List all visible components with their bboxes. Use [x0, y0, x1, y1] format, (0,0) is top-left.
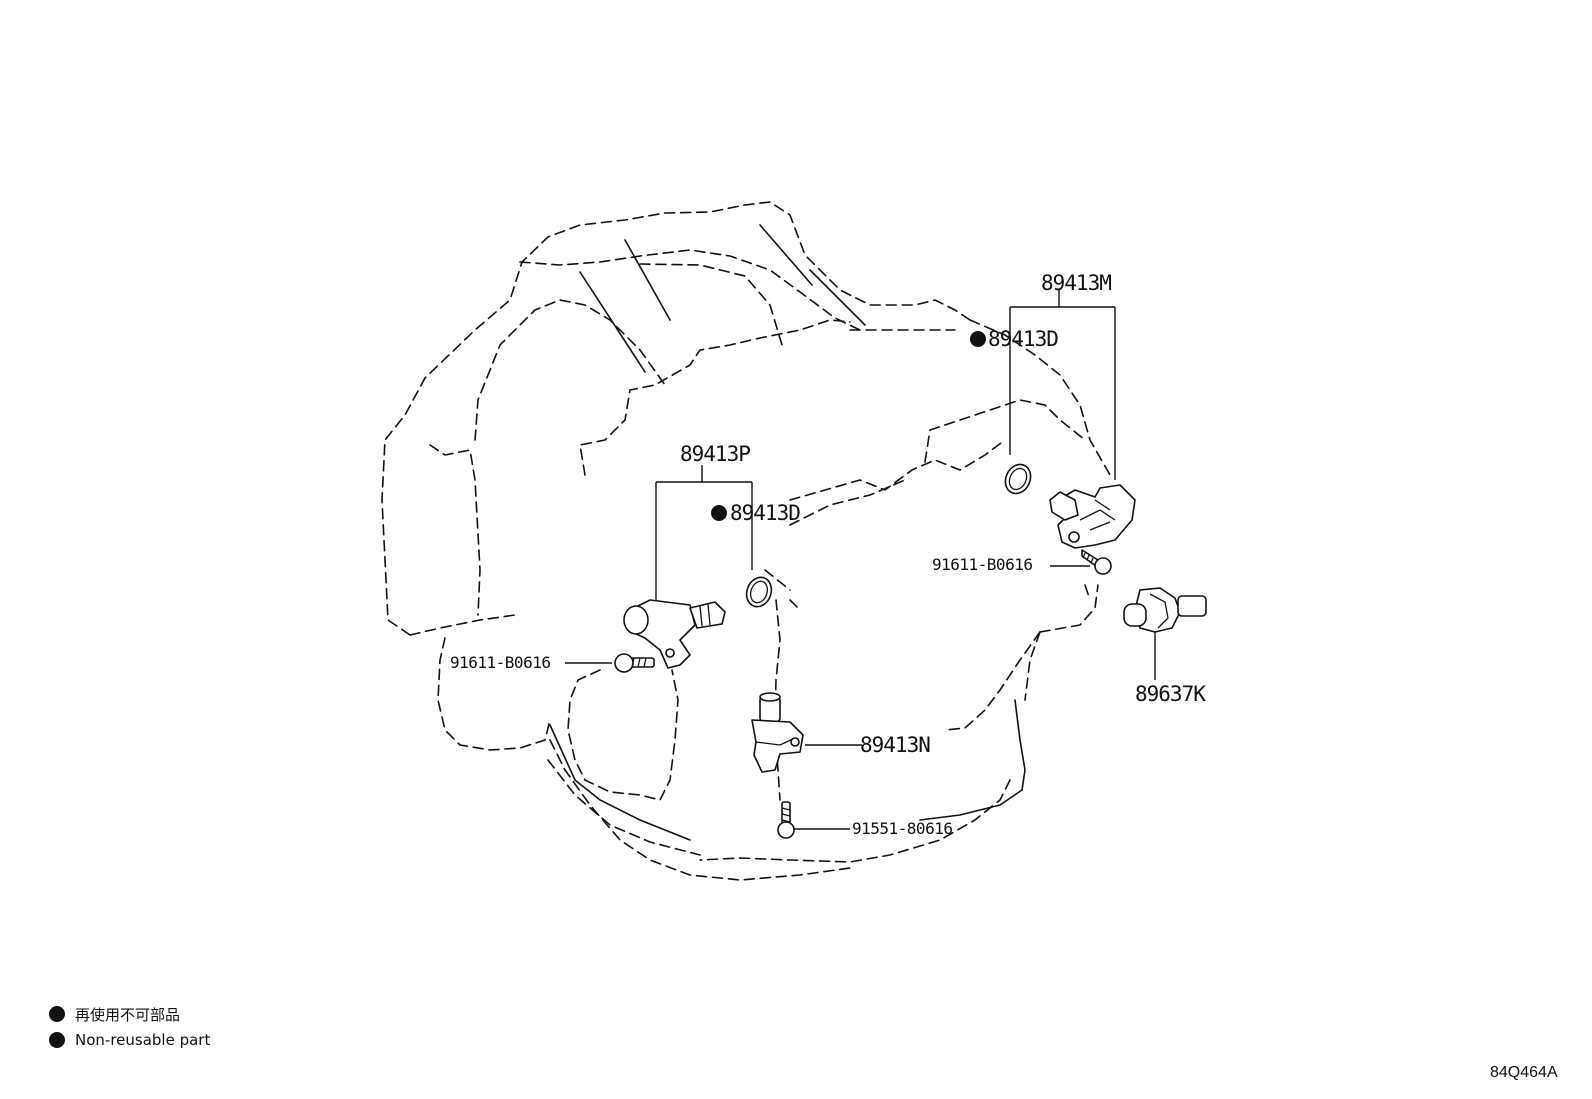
oring-upper-part [1004, 463, 1032, 495]
speed-sensor-part [751, 692, 804, 773]
figure-code: 84Q464A [1490, 1064, 1558, 1081]
label-knock-sensor[interactable]: 89637K [1135, 682, 1207, 706]
label-speed-sensor[interactable]: 89413N [860, 733, 931, 757]
bolt-left-part [614, 653, 655, 673]
legend-bullet-jp [49, 1006, 65, 1022]
legend-text-en: Non-reusable part [75, 1031, 210, 1049]
cam-sensor-upper-part [1049, 484, 1136, 549]
label-oring-left[interactable]: 89413D [730, 501, 801, 525]
engine-outline [381, 201, 1111, 881]
label-bolt-upper[interactable]: 91611-B0616 [932, 555, 1033, 574]
legend-text-jp: 再使用不可部品 [75, 1006, 180, 1024]
label-cam-sensor-upper[interactable]: 89413M [1041, 271, 1112, 295]
label-bolt-lower[interactable]: 91551-80616 [852, 819, 953, 838]
non-reusable-marker-upper [970, 331, 986, 347]
label-crank-sensor[interactable]: 89413P [680, 442, 751, 466]
legend-bullet-en [49, 1032, 65, 1048]
label-bolt-left[interactable]: 91611-B0616 [450, 653, 551, 672]
oring-left-part [745, 576, 773, 608]
knock-sensor-part [1123, 587, 1207, 633]
non-reusable-marker-left [711, 505, 727, 521]
bolt-upper-part [1081, 549, 1112, 575]
legend: 再使用不可部品 Non-reusable part [49, 1006, 210, 1049]
label-oring-upper[interactable]: 89413D [988, 327, 1059, 351]
bolt-lower-part [777, 801, 795, 839]
crank-sensor-part [623, 599, 726, 669]
leader-lines [565, 290, 1156, 830]
